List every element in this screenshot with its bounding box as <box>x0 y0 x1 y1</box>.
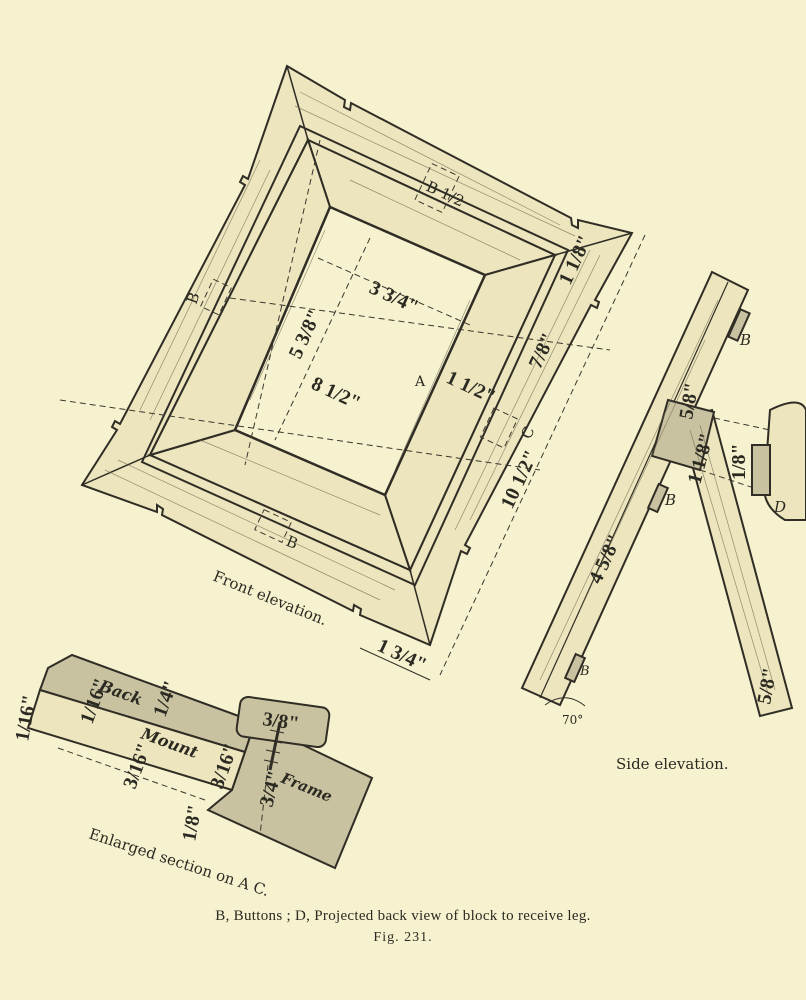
figure-caption: B, Buttons ; D, Projected back view of b… <box>215 908 591 924</box>
button-bottom <box>254 509 292 543</box>
section-frame <box>206 720 374 870</box>
letter-d: D <box>773 498 786 516</box>
side-elevation-label: Side elevation. <box>616 755 729 773</box>
mitre-line <box>554 232 633 256</box>
button-b-top <box>727 307 751 343</box>
dim-line-outer-height <box>439 234 646 676</box>
dim-line-opening-height <box>274 237 371 441</box>
dim-line-vertical <box>244 139 321 466</box>
dim-side-small: 1/8" <box>728 443 750 480</box>
button-left <box>199 278 233 316</box>
mitre-line <box>81 454 151 486</box>
mitre-line <box>409 569 431 646</box>
button-b-bottom <box>563 652 587 684</box>
dim-line-bottom <box>359 647 431 681</box>
projection-line <box>713 417 771 431</box>
section-dim-line <box>57 747 206 801</box>
wood-grain <box>104 91 601 601</box>
mitre-line <box>286 65 309 141</box>
sec-dim-left: 1/16" <box>11 693 41 743</box>
projected-block-d <box>751 401 806 521</box>
button-b-mid <box>646 482 670 514</box>
front-elevation: Front elevation. B 1/2 B B A C 3 3/4" 5 … <box>59 64 646 681</box>
screw <box>263 721 285 771</box>
dim-line-opening-width <box>317 257 471 326</box>
enlarged-section: Enlarged section on A C. Back Mount Fram… <box>11 653 374 900</box>
button-top <box>414 162 460 214</box>
dim-line-horizontal <box>59 399 541 471</box>
button-right <box>479 407 519 449</box>
side-elevation: Side elevation. B B B D 4 5/8" 1 1/8" 5/… <box>520 270 806 773</box>
letter-a: A <box>414 374 426 390</box>
letter-b-side-top: B <box>739 331 751 349</box>
sec-dim-button: 3/8" <box>261 708 300 735</box>
section-button <box>235 695 331 749</box>
angle-arc <box>544 697 586 707</box>
letter-b-side-mid: B <box>664 491 676 509</box>
upright-edge <box>539 281 729 699</box>
sec-dim-bottom: 1/8" <box>178 803 206 843</box>
projection-line <box>699 469 761 491</box>
section-dim-line <box>259 764 269 836</box>
dim-leg-angle: 70° <box>562 713 583 727</box>
picture-opening <box>233 205 487 497</box>
block-slot <box>751 444 771 496</box>
side-grain <box>539 299 776 701</box>
figure-number: Fig. 231. <box>373 930 433 945</box>
dim-line-mid <box>229 297 611 351</box>
letter-b-side-bottom: B <box>579 664 590 679</box>
